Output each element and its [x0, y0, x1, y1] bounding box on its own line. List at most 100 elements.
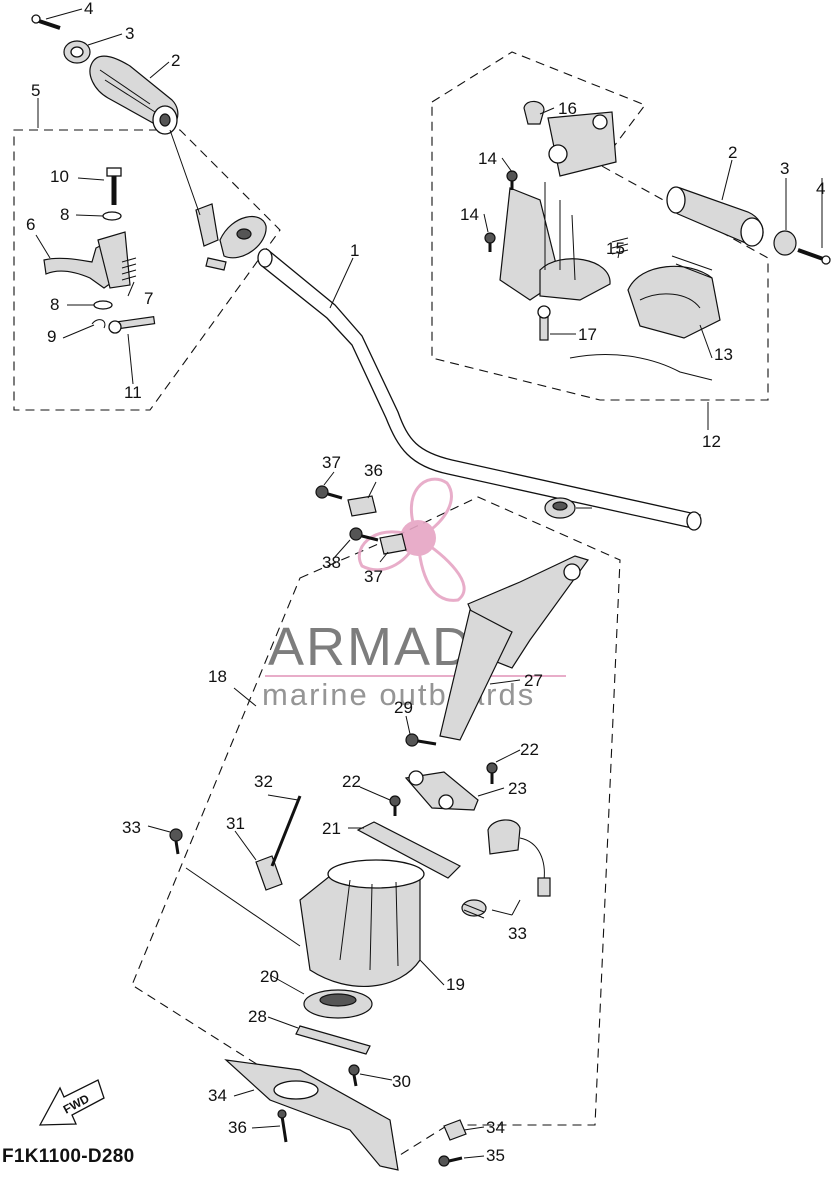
forward-arrow-icon: FWD — [38, 1079, 105, 1126]
callout-20: 20 — [260, 967, 279, 986]
cable-tie — [270, 795, 302, 867]
callout-26: 29 — [394, 698, 413, 717]
callout-21: 21 — [322, 819, 341, 838]
callout-32: 36 — [228, 1118, 247, 1137]
left-grip-screw — [31, 14, 61, 30]
washer-upper — [102, 211, 122, 221]
steering-column-body — [439, 555, 589, 741]
callout-34: 34 — [486, 1118, 505, 1137]
clamp-bolt-lower — [349, 527, 379, 542]
base-screw — [277, 1109, 288, 1143]
group-boundary-lever — [13, 129, 281, 411]
callout-5: 5 — [31, 81, 40, 100]
column-cap — [544, 497, 576, 519]
handlebar-end-left — [257, 248, 273, 268]
bracket-bolt — [169, 828, 183, 855]
callout-6: 6 — [26, 215, 35, 234]
callout-3: 3 — [780, 159, 789, 178]
callout-36: 36 — [364, 461, 383, 480]
callout-28: 31 — [226, 814, 245, 833]
ring-nut — [461, 899, 487, 919]
small-bolt — [438, 1155, 463, 1167]
callout-37: 37 — [322, 453, 341, 472]
handlebar-end-right — [686, 511, 702, 531]
start-stop-switch — [569, 255, 721, 381]
callout-13: 13 — [714, 345, 733, 364]
base-plate — [224, 1059, 399, 1171]
callout-15: 15 — [606, 239, 625, 258]
callout-8: 8 — [50, 295, 59, 314]
callout-23: 23 — [508, 779, 527, 798]
switch-spring-bolt — [537, 305, 551, 341]
column-collar — [303, 989, 373, 1019]
switch-spring — [611, 237, 629, 255]
callout-2: 2 — [171, 51, 180, 70]
callout-11: 11 — [124, 383, 142, 402]
collar-bolt — [348, 1064, 360, 1087]
circlip — [91, 319, 106, 329]
figure-code: F1K1100-D280 — [2, 1146, 135, 1167]
mount-bracket — [255, 855, 283, 891]
callout-18: 18 — [208, 667, 227, 686]
callout-10: 10 — [50, 167, 69, 186]
callout-8: 8 — [60, 205, 69, 224]
callout-17: 17 — [578, 325, 597, 344]
callout-4: 4 — [84, 0, 93, 18]
callout-7: 7 — [144, 289, 153, 308]
column-screw-lower — [389, 795, 401, 816]
callout-12: 12 — [702, 432, 721, 451]
group-boundary-switch — [431, 51, 769, 401]
right-grip-end-cap — [773, 230, 797, 256]
callout-22: 22 — [520, 740, 539, 759]
callout-9: 9 — [47, 327, 56, 346]
callout-3: 3 — [125, 24, 134, 43]
washer-lower — [93, 300, 113, 310]
column-screw-upper — [486, 762, 498, 784]
propeller-icon — [357, 477, 466, 602]
callout-25: 28 — [248, 1007, 267, 1026]
callout-2: 2 — [728, 143, 737, 162]
small-clip — [443, 1119, 467, 1141]
callout-1: 1 — [350, 241, 359, 260]
lever-bracket — [195, 203, 267, 271]
lever-pin — [106, 167, 122, 205]
callout-33: 33 — [122, 818, 141, 837]
callout-36: 37 — [364, 567, 383, 586]
callout-31: 34 — [208, 1086, 227, 1105]
column-gasket — [295, 1025, 371, 1055]
callout-24: 27 — [524, 671, 543, 690]
callout-29: 32 — [254, 772, 273, 791]
cable-clamp-lower — [379, 533, 407, 555]
switch-housing — [499, 111, 617, 301]
callout-27: 30 — [392, 1072, 411, 1091]
lever-bolt — [108, 316, 156, 334]
right-grip-screw — [797, 248, 831, 265]
callout-22: 22 — [342, 772, 361, 791]
cable-clamp-upper — [347, 495, 377, 517]
switch-screw-lower — [484, 232, 496, 252]
switch-body — [404, 770, 479, 811]
leader-lines — [35, 8, 823, 1159]
throttle-lever — [43, 231, 131, 289]
right-grip — [666, 186, 764, 247]
callout-14: 14 — [460, 205, 479, 224]
left-grip-end-cap — [63, 40, 91, 64]
column-cover — [299, 859, 425, 988]
clamp-bolt-upper — [315, 485, 343, 500]
column-plate — [356, 821, 462, 879]
callout-16: 16 — [558, 99, 577, 118]
callout-labels: 4 3 2 5 10 8 6 8 7 9 11 1 16 14 14 2 3 4… — [26, 0, 825, 1165]
column-bolt — [405, 733, 437, 747]
group-boundary-column — [131, 496, 621, 1156]
callout-35: 35 — [486, 1146, 505, 1165]
switch-screw-upper — [506, 170, 518, 190]
callout-37: 38 — [322, 553, 341, 572]
callout-14: 14 — [478, 149, 497, 168]
left-grip — [89, 55, 179, 135]
callout-4: 4 — [816, 179, 825, 198]
switch-unit — [487, 819, 551, 897]
callout-19: 19 — [446, 975, 465, 994]
callout-30: 33 — [508, 924, 527, 943]
